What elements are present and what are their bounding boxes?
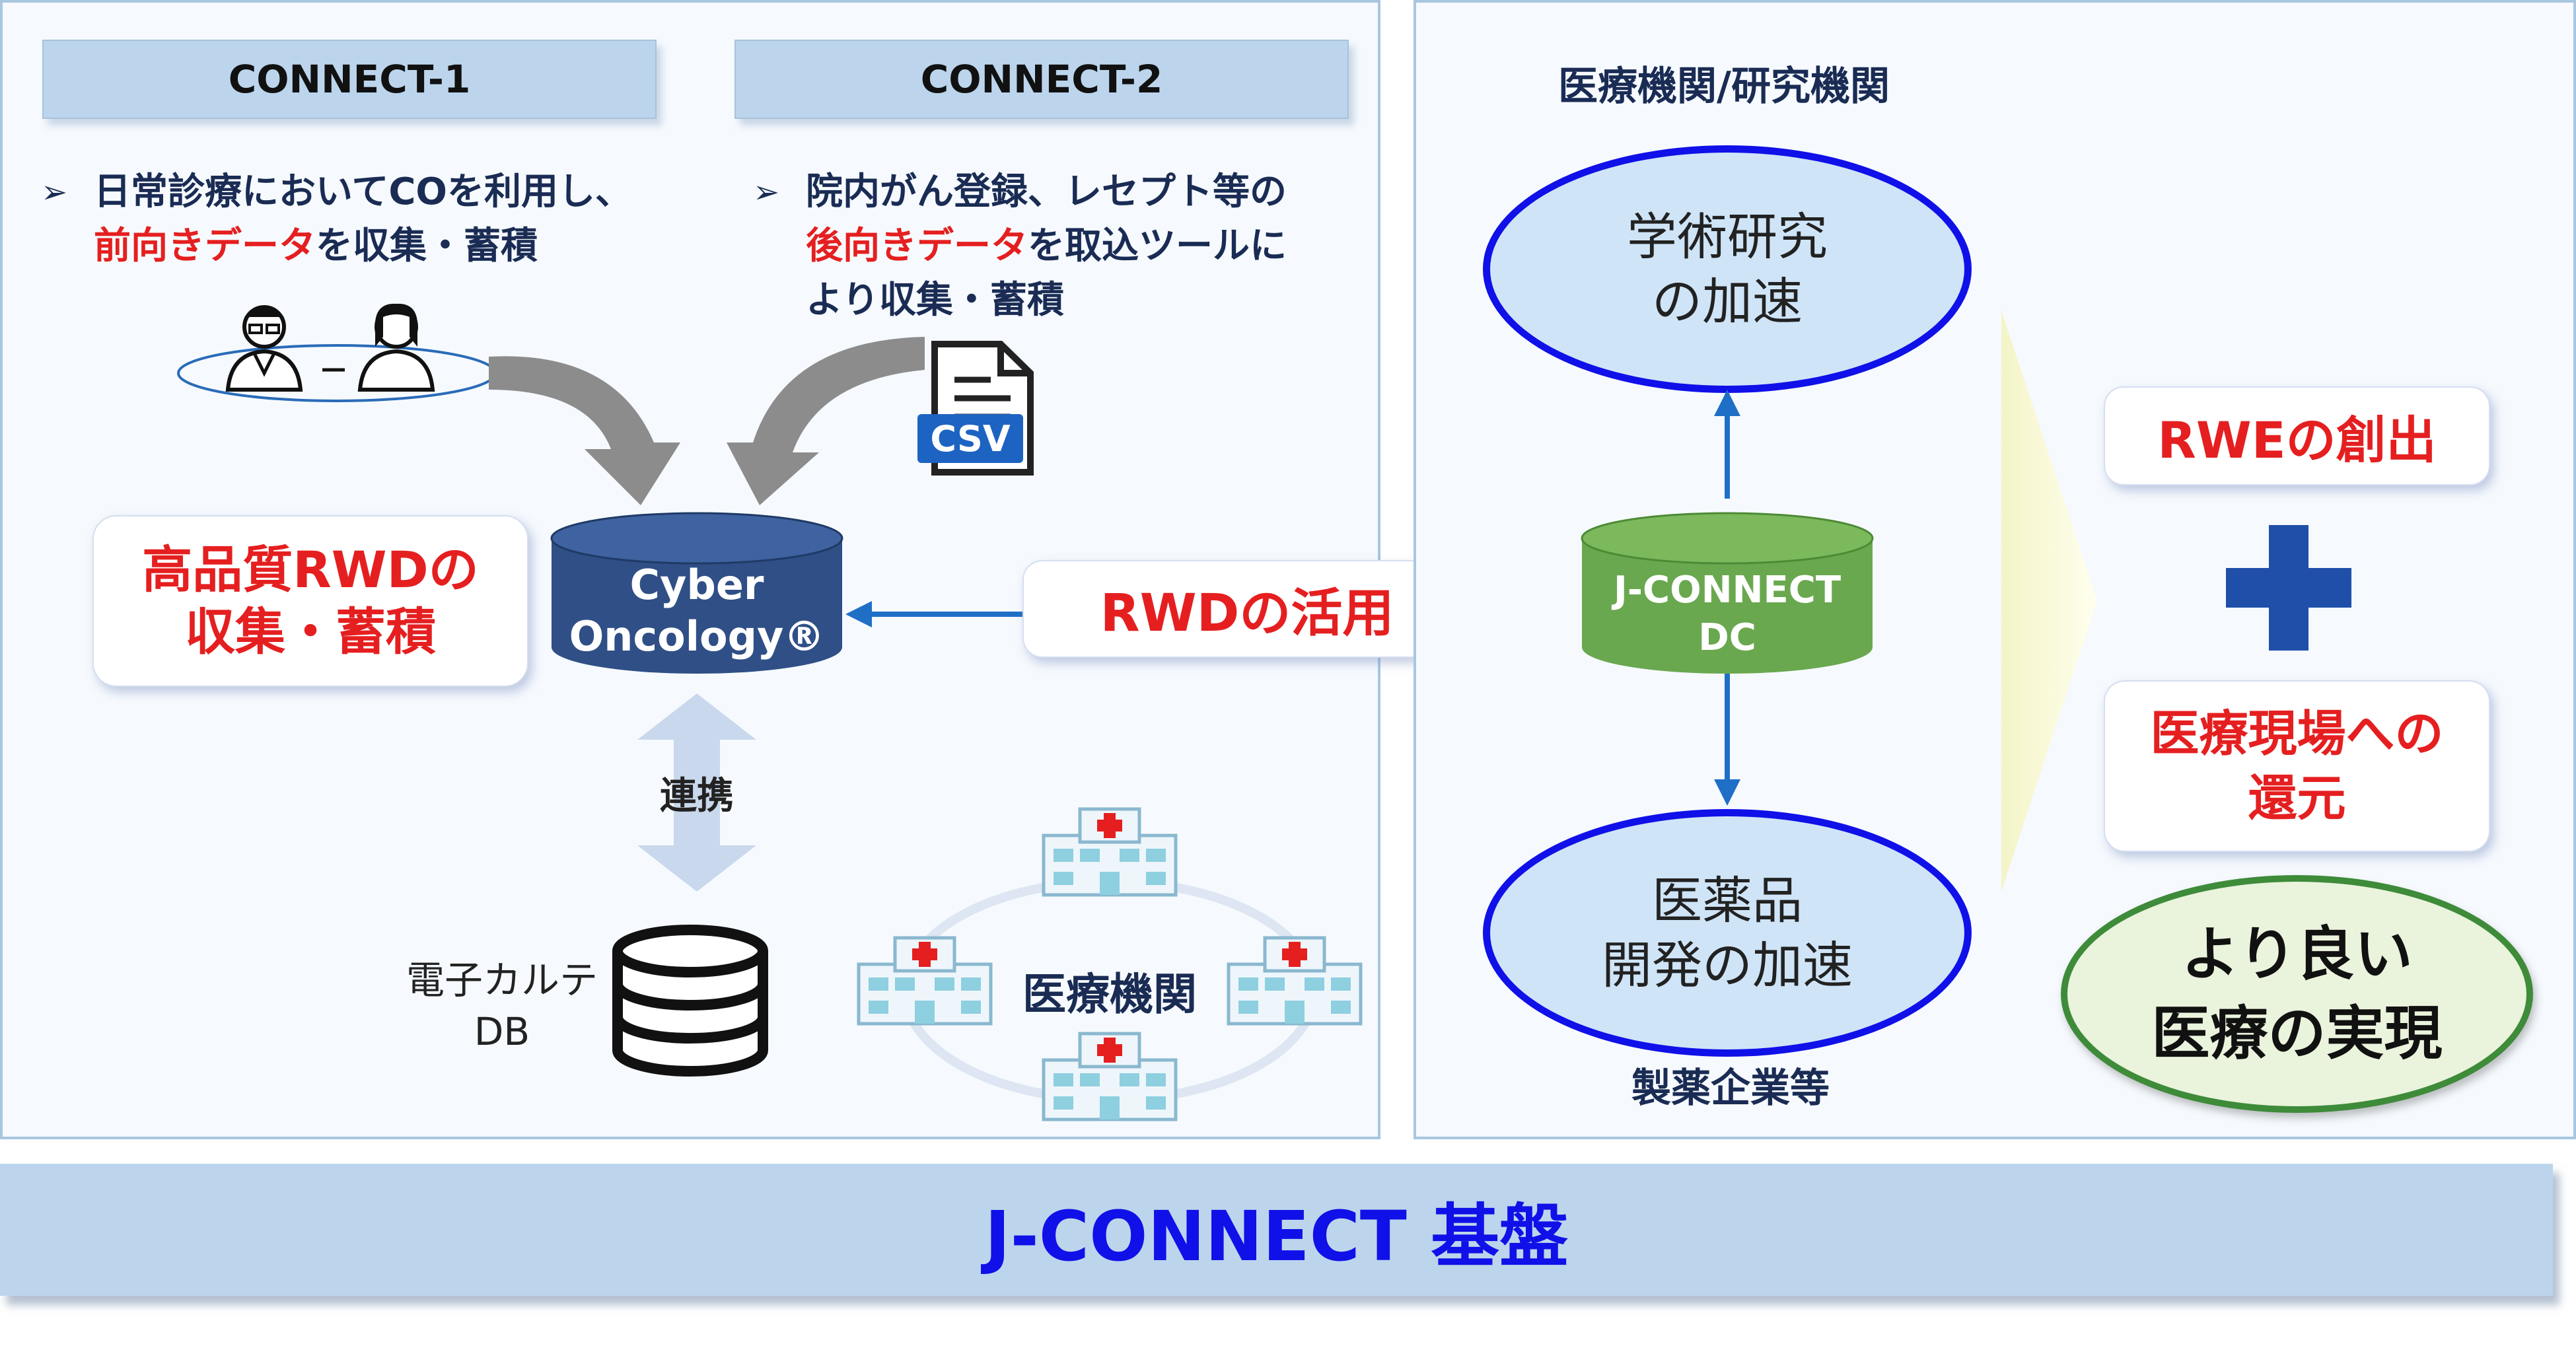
better-care-line2: 医療の実現 <box>2151 999 2443 1067</box>
rwd-collection-line1: 高品質RWDの <box>142 540 479 599</box>
rwd-collection-box: 高品質RWDの 収集・蓄積 <box>92 515 528 687</box>
rwd-usage-box: RWDの活用 <box>1022 560 1472 658</box>
connect1-bullet-red: 前向きデータ <box>94 225 316 267</box>
doctor-patient-group <box>177 303 497 402</box>
big-right-arrow <box>2001 310 2097 892</box>
connect1-bullet: ➢ 日常診療においてCOを利用し、 前向きデータを収集・蓄積 <box>41 165 701 277</box>
jconnect-base-bar: J-CONNECT 基盤 <box>0 1164 2553 1296</box>
arrow-down-icon <box>1714 674 1740 806</box>
curved-arrows <box>489 337 925 505</box>
hospitals-cluster <box>857 807 1363 1121</box>
connect2-bullet-line3: より収集・蓄積 <box>806 279 1064 322</box>
connect1-bullet-rest: を収集・蓄積 <box>316 225 538 267</box>
doctor-icon <box>225 305 303 392</box>
hospital-icon <box>857 936 993 1026</box>
emr-db-line1: 電子カルテ <box>406 958 598 1003</box>
return-to-care-box: 医療現場への 還元 <box>2104 680 2490 852</box>
csv-label: CSV <box>930 417 1011 460</box>
hospital-icon <box>1227 936 1363 1026</box>
emr-database-icon <box>612 925 768 1077</box>
patient-icon <box>357 303 435 392</box>
emr-db-line2: DB <box>474 1009 530 1054</box>
jconnect-dc-label: J-CONNECT DC <box>1579 561 1876 667</box>
left-curved-arrow <box>489 356 680 505</box>
better-care-line1: より良い <box>2181 920 2413 988</box>
bullet-arrow-icon: ➢ <box>41 174 68 211</box>
csv-file-icon <box>917 341 1034 476</box>
arrow-up-icon <box>1714 390 1740 499</box>
jconnect-dc-database-icon <box>1581 512 1874 674</box>
better-care-ellipse: より良い 医療の実現 <box>2061 875 2533 1113</box>
connect1-header: CONNECT-1 <box>42 40 657 119</box>
plus-icon <box>2226 525 2351 651</box>
connect2-bullet-line1: 院内がん登録、レセプト等の <box>806 170 1287 213</box>
connect2-header: CONNECT-2 <box>734 40 1349 119</box>
cyber-oncology-label: Cyber Oncology® <box>548 555 845 667</box>
connect2-bullet-red: 後向きデータ <box>806 225 1028 267</box>
academic-research-line2: の加速 <box>1652 271 1803 331</box>
hospital-icon <box>1042 807 1178 897</box>
hospitals-label: 医療機関 <box>1022 969 1197 1020</box>
connect2-bullet-rest: を取込ツールに <box>1028 225 1287 267</box>
academic-research-line1: 学術研究 <box>1627 207 1828 266</box>
connect1-bullet-line1: 日常診療においてCOを利用し、 <box>94 170 633 213</box>
drug-development-line2: 開発の加速 <box>1602 935 1853 995</box>
hospital-icon <box>1042 1032 1178 1121</box>
connect2-bullet: ➢ 院内がん登録、レセプト等の 後向きデータを取込ツールに より収集・蓄積 <box>753 165 1374 337</box>
jconnect-dc-line2: DC <box>1698 616 1756 659</box>
renkei-label: 連携 <box>660 774 734 818</box>
bullet-arrow-icon: ➢ <box>753 174 780 211</box>
cyber-oncology-line1: Cyber <box>629 561 764 609</box>
rwd-collection-line2: 収集・蓄積 <box>185 602 436 661</box>
emr-db-label: 電子カルテ DB <box>370 954 634 1086</box>
cyber-oncology-database-icon <box>550 512 843 674</box>
return-to-care-line1: 医療現場への <box>2150 705 2444 762</box>
rwe-creation-box: RWEの創出 <box>2104 386 2490 485</box>
jconnect-dc-line1: J-CONNECT <box>1613 569 1842 612</box>
cyber-oncology-line2: Oncology® <box>569 612 825 660</box>
renkei-double-arrow <box>637 693 756 892</box>
vertical-arrows <box>1714 390 1740 806</box>
drug-development-line1: 医薬品 <box>1652 870 1803 930</box>
right-curved-arrow <box>727 337 925 505</box>
academic-research-ellipse: 学術研究 の加速 <box>1483 145 1972 393</box>
pharma-label: 製薬企業等 <box>1631 1065 1830 1112</box>
return-to-care-line2: 還元 <box>2248 770 2346 827</box>
drug-development-ellipse: 医薬品 開発の加速 <box>1483 809 1972 1057</box>
research-org-label: 医療機関/研究機関 <box>1558 63 1890 110</box>
